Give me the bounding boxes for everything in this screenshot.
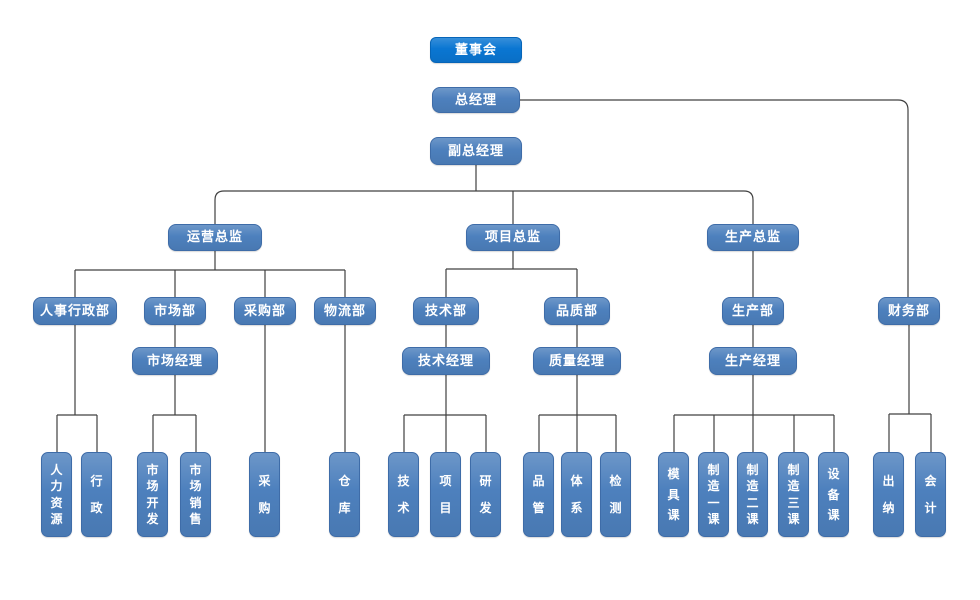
org-node-board[interactable]: 董事会	[430, 37, 522, 63]
connector-purchasing-logistics-lines	[264, 325, 346, 452]
org-node-market-dev-team[interactable]: 市场开发	[137, 452, 168, 537]
org-node-mold-section[interactable]: 模具课	[658, 452, 689, 537]
org-node-quality-dept[interactable]: 品质部	[544, 297, 610, 325]
org-node-mfg-section-2[interactable]: 制造二课	[737, 452, 768, 537]
org-node-mfg-section-3[interactable]: 制造三课	[778, 452, 809, 537]
org-node-purchasing-dept[interactable]: 采购部	[234, 297, 296, 325]
org-node-inspection-team[interactable]: 检测	[600, 452, 631, 537]
org-node-general-manager[interactable]: 总经理	[432, 87, 520, 113]
org-node-quality-control-team[interactable]: 品管	[523, 452, 554, 537]
org-node-accounting-team[interactable]: 会计	[915, 452, 946, 537]
connector-director-rail	[214, 190, 754, 224]
connector-dept-to-manager	[174, 325, 754, 347]
org-node-project-team[interactable]: 项目	[430, 452, 461, 537]
connector-finance-split	[888, 325, 932, 452]
org-node-deputy-general-manager[interactable]: 副总经理	[430, 137, 522, 165]
org-node-hr-team[interactable]: 人力资源	[41, 452, 72, 537]
org-node-production-director[interactable]: 生产总监	[707, 224, 799, 251]
org-node-rnd-team[interactable]: 研发	[470, 452, 501, 537]
org-node-mfg-section-1[interactable]: 制造一课	[698, 452, 729, 537]
connector-operations-split	[74, 251, 346, 297]
org-node-system-team[interactable]: 体系	[561, 452, 592, 537]
org-node-tech-manager[interactable]: 技术经理	[402, 347, 490, 375]
org-node-warehouse-team[interactable]: 仓库	[329, 452, 360, 537]
org-node-purchasing-team[interactable]: 采购	[249, 452, 280, 537]
org-node-logistics-dept[interactable]: 物流部	[314, 297, 376, 325]
org-node-tech-dept[interactable]: 技术部	[413, 297, 479, 325]
org-node-cashier-team[interactable]: 出纳	[873, 452, 904, 537]
org-node-marketing-manager[interactable]: 市场经理	[132, 347, 218, 375]
connector-hr-admin-split	[56, 325, 98, 452]
org-node-marketing-dept[interactable]: 市场部	[144, 297, 206, 325]
org-node-production-manager[interactable]: 生产经理	[709, 347, 797, 375]
org-node-market-sales-team[interactable]: 市场销售	[180, 452, 211, 537]
org-node-equipment-section[interactable]: 设备课	[818, 452, 849, 537]
connector-marketing-split	[152, 375, 197, 452]
org-node-quality-manager[interactable]: 质量经理	[533, 347, 621, 375]
connector-production-mgr-split	[673, 375, 835, 452]
org-node-production-dept[interactable]: 生产部	[722, 297, 784, 325]
connector-quality-split	[538, 375, 617, 452]
connector-tech-split	[403, 375, 487, 452]
org-node-technology-team[interactable]: 技术	[388, 452, 419, 537]
connector-gm-to-finance	[520, 99, 909, 297]
org-node-admin-team[interactable]: 行政	[81, 452, 112, 537]
connector-project-split	[445, 251, 578, 297]
org-node-operations-director[interactable]: 运营总监	[168, 224, 262, 251]
org-node-hr-admin-dept[interactable]: 人事行政部	[33, 297, 117, 325]
org-node-finance-dept[interactable]: 财务部	[878, 297, 940, 325]
org-node-project-director[interactable]: 项目总监	[466, 224, 560, 251]
